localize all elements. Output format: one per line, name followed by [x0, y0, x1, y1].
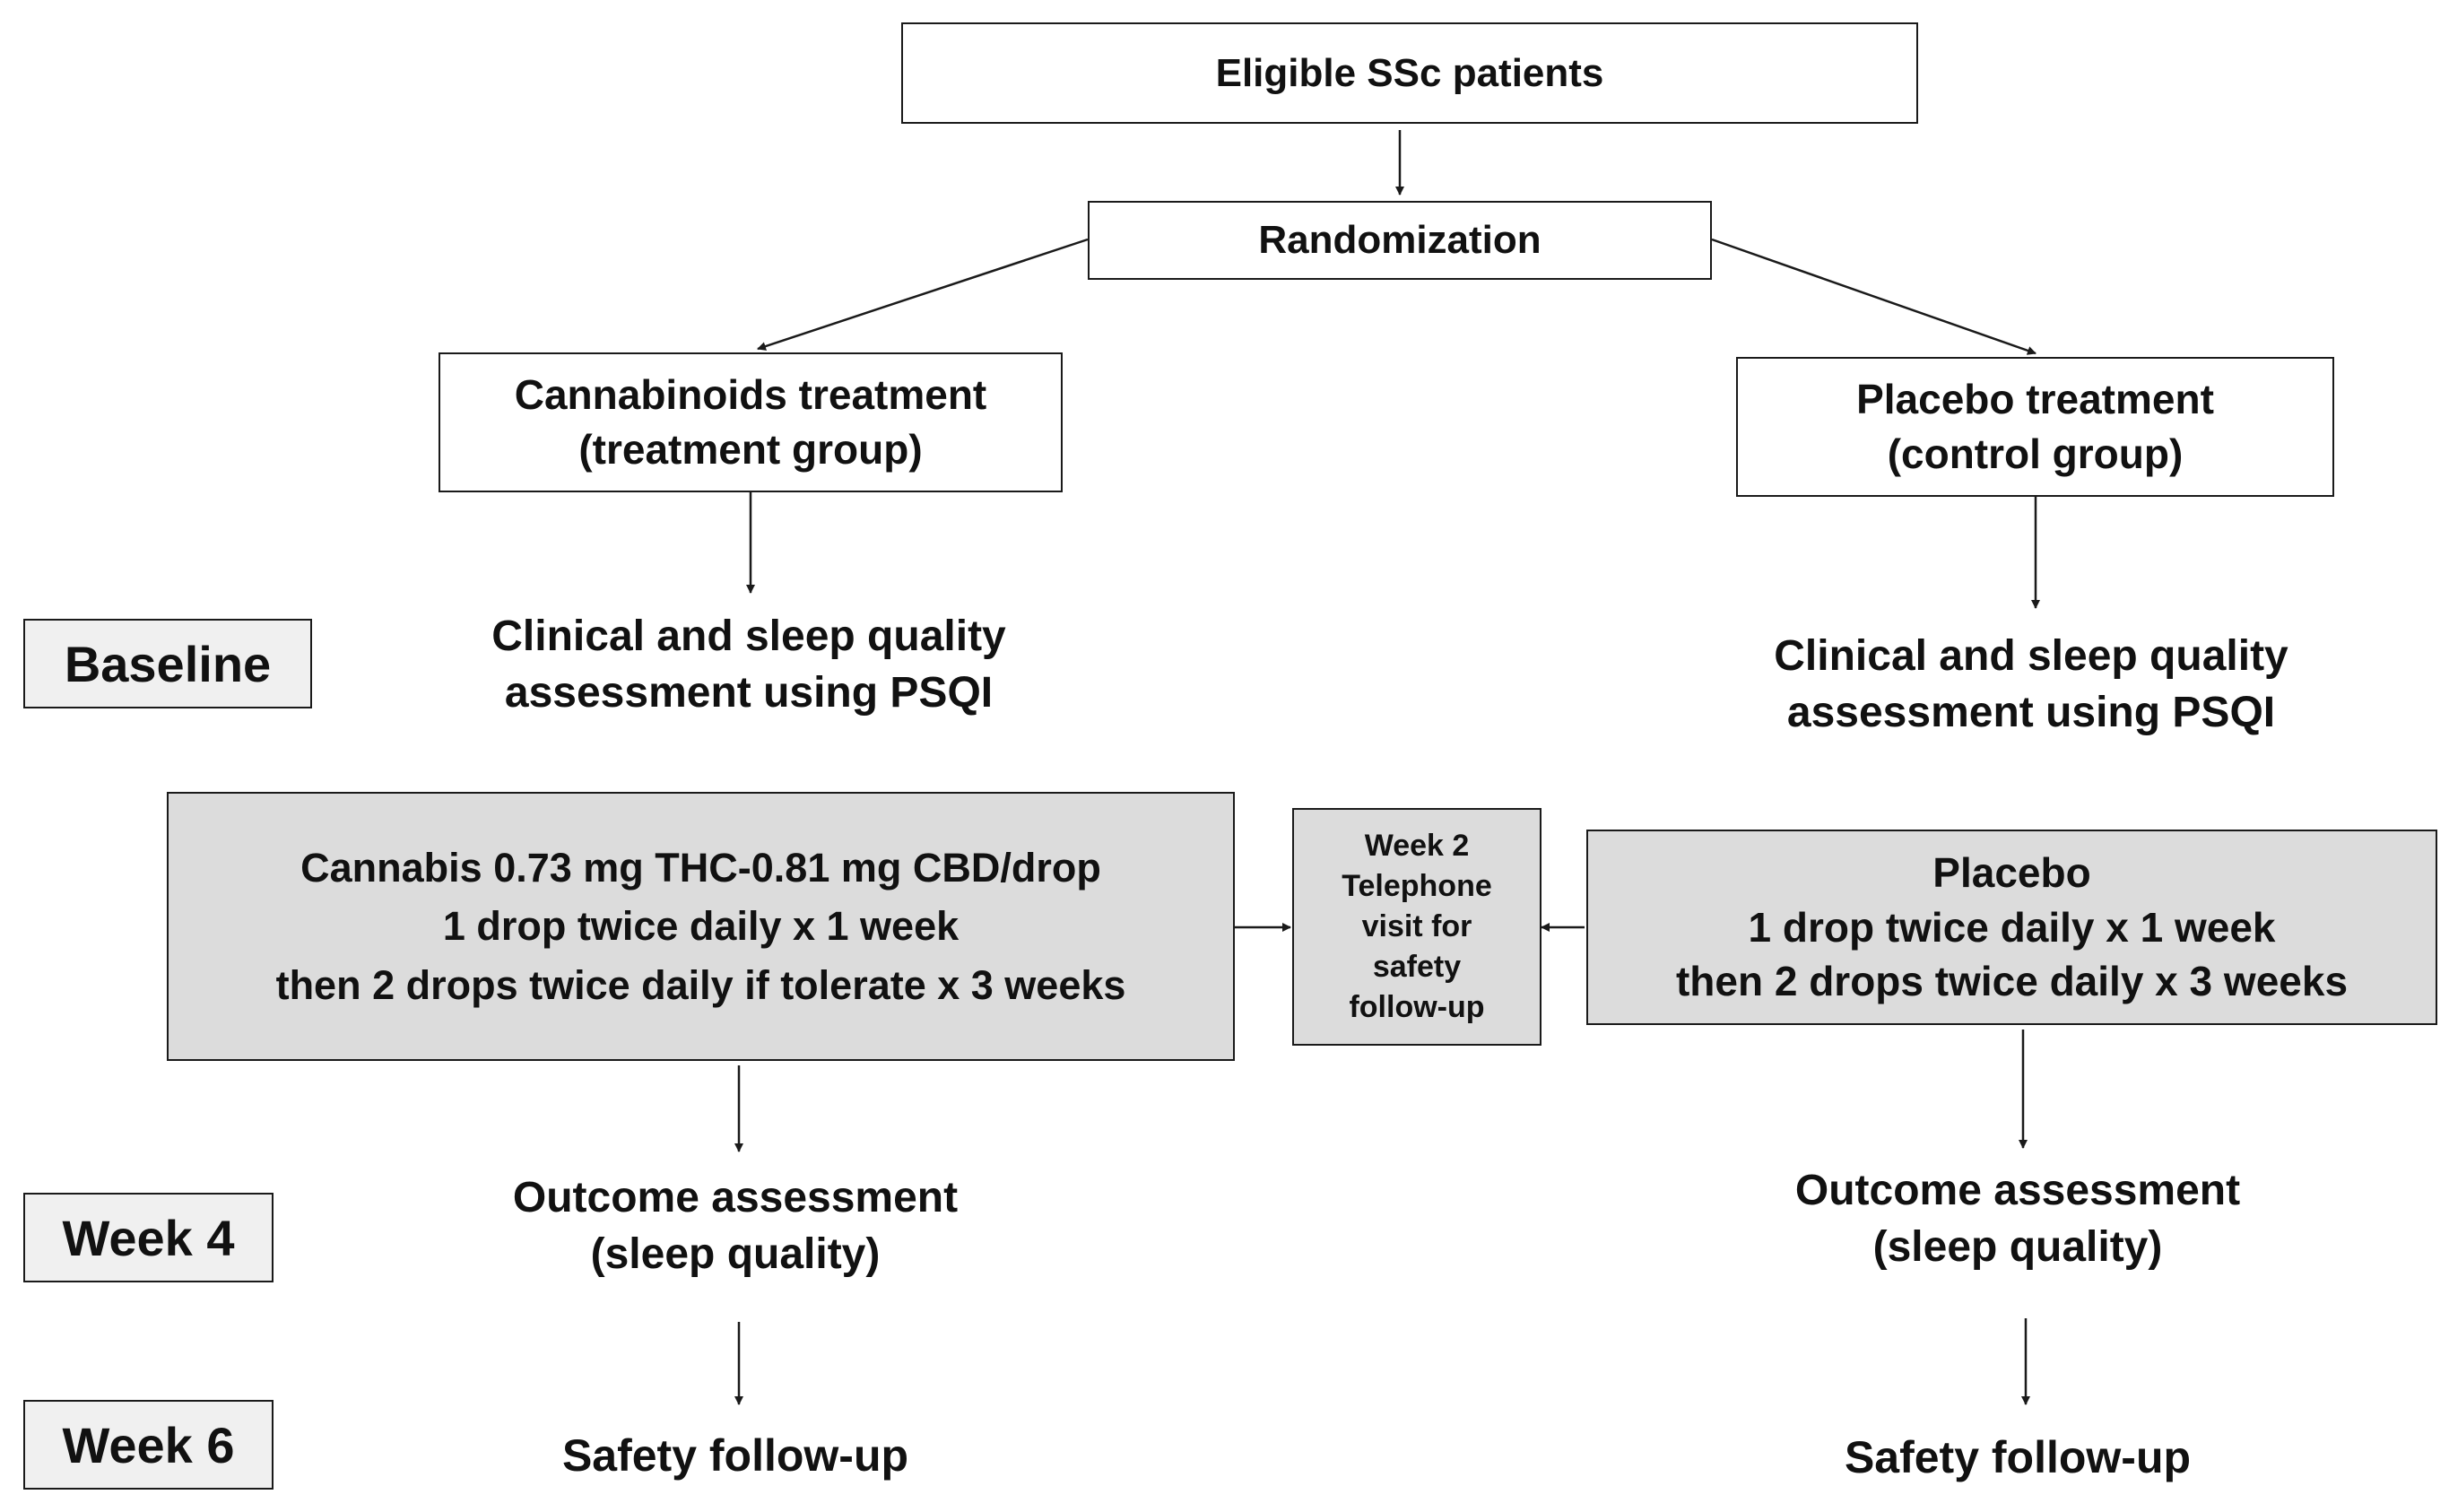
week2-telephone-visit-box: Week 2 Telephone visit for safety follow… — [1292, 808, 1541, 1046]
eligible-patients-label: Eligible SSc patients — [1215, 50, 1604, 95]
safety-left-label: Safety follow-up — [561, 1430, 909, 1481]
baseline-left-line2: assessment using PSQI — [504, 669, 994, 717]
arrow-randomization-to-control — [1711, 238, 2036, 355]
baseline-assessment-right: Clinical and sleep quality assessment us… — [1704, 628, 2358, 742]
timepoint-week4: Week 4 — [23, 1193, 274, 1282]
cannabis-regimen-week1: 1 drop twice daily x 1 week — [442, 903, 960, 950]
safety-right-label: Safety follow-up — [1844, 1432, 2192, 1482]
treatment-arm-title: Cannabinoids treatment — [514, 371, 987, 419]
placebo-regimen-title: Placebo — [1932, 848, 2091, 896]
cannabis-regimen-weeks2-4: then 2 drops twice daily if tolerate x 3… — [275, 961, 1126, 1008]
arrow-randomization-to-treatment — [757, 238, 1089, 351]
randomization-box: Randomization — [1088, 201, 1712, 280]
treatment-arm-subtitle: (treatment group) — [578, 426, 923, 473]
timepoint-baseline-label: Baseline — [64, 635, 272, 692]
baseline-left-line1: Clinical and sleep quality — [491, 613, 1006, 660]
outcome-right-line1: Outcome assessment — [1794, 1167, 2241, 1214]
treatment-arm-box: Cannabinoids treatment (treatment group) — [439, 352, 1063, 492]
control-arm-title: Placebo treatment — [1856, 376, 2214, 423]
outcome-left-line1: Outcome assessment — [512, 1174, 959, 1221]
timepoint-week6-label: Week 6 — [62, 1416, 235, 1473]
timepoint-week6: Week 6 — [23, 1400, 274, 1490]
baseline-right-line2: assessment using PSQI — [1786, 689, 2276, 737]
safety-followup-right: Safety follow-up — [1677, 1428, 2358, 1487]
placebo-regimen-box: Placebo 1 drop twice daily x 1 week then… — [1586, 830, 2437, 1025]
outcome-right-line2: (sleep quality) — [1872, 1223, 2163, 1272]
outcome-assessment-right: Outcome assessment (sleep quality) — [1677, 1162, 2358, 1276]
outcome-left-line2: (sleep quality) — [590, 1230, 881, 1279]
placebo-regimen-week1: 1 drop twice daily x 1 week — [1748, 903, 2276, 951]
week2-visit-line5: follow-up — [1349, 989, 1485, 1024]
baseline-assessment-left: Clinical and sleep quality assessment us… — [421, 608, 1076, 722]
timepoint-baseline: Baseline — [23, 619, 312, 708]
timepoint-week4-label: Week 4 — [62, 1209, 235, 1266]
week2-visit-line3: visit for — [1361, 909, 1472, 944]
week2-visit-line2: Telephone — [1342, 869, 1492, 904]
eligible-patients-box: Eligible SSc patients — [901, 22, 1918, 124]
placebo-regimen-weeks2-4: then 2 drops twice daily x 3 weeks — [1675, 958, 2349, 1005]
control-arm-subtitle: (control group) — [1887, 430, 2184, 477]
cannabis-regimen-dose: Cannabis 0.73 mg THC-0.81 mg CBD/drop — [300, 845, 1101, 891]
control-arm-box: Placebo treatment (control group) — [1736, 357, 2334, 497]
cannabis-regimen-box: Cannabis 0.73 mg THC-0.81 mg CBD/drop 1 … — [167, 792, 1235, 1061]
outcome-assessment-left: Outcome assessment (sleep quality) — [395, 1169, 1076, 1283]
safety-followup-left: Safety follow-up — [395, 1426, 1076, 1485]
week2-visit-line4: safety — [1372, 949, 1462, 984]
randomization-label: Randomization — [1258, 218, 1541, 262]
week2-visit-line1: Week 2 — [1364, 829, 1470, 864]
baseline-right-line1: Clinical and sleep quality — [1774, 632, 2288, 680]
